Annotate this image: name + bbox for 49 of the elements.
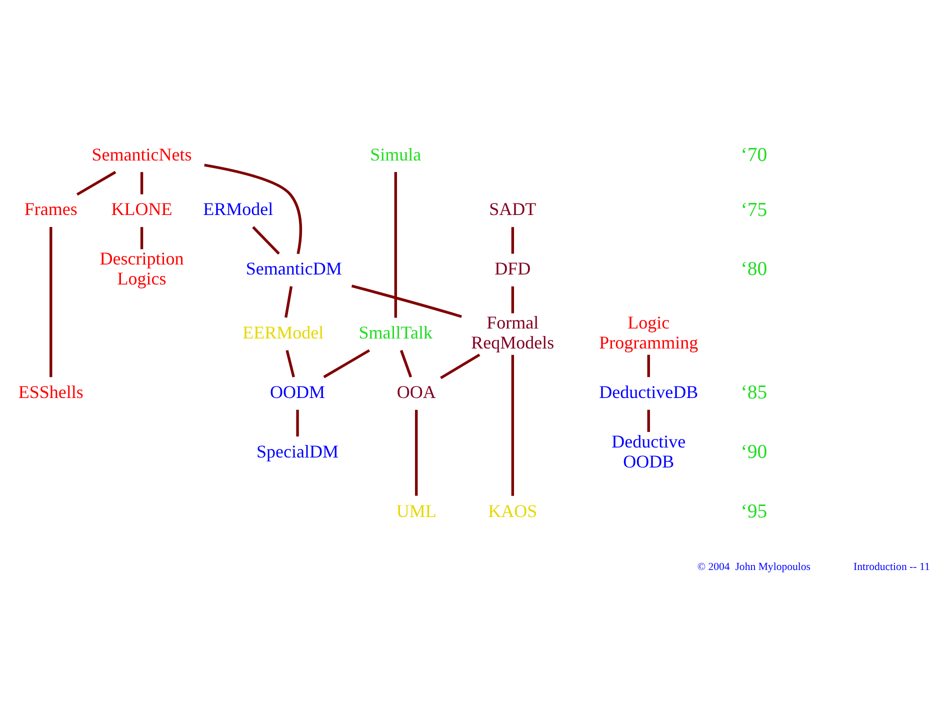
connector xyxy=(50,226,52,377)
label: ‘85 xyxy=(740,381,768,403)
node-text: KLONE xyxy=(111,198,172,219)
label: ‘75 xyxy=(740,198,768,220)
connector xyxy=(647,354,650,377)
connector xyxy=(415,409,418,496)
connector xyxy=(511,354,514,496)
label: ‘70 xyxy=(740,143,768,166)
node-text: KAOS xyxy=(488,500,538,520)
node-text: SemanticDM xyxy=(246,258,342,278)
node-text: DeductiveDB xyxy=(599,381,698,402)
node-text: ERModel xyxy=(203,198,274,219)
node-text: ESShells xyxy=(18,381,84,402)
connector xyxy=(140,226,144,249)
node-text: SADT xyxy=(489,198,536,219)
connector xyxy=(140,172,144,194)
label: ‘80 xyxy=(740,258,768,280)
connector xyxy=(252,226,280,254)
connector xyxy=(511,286,514,313)
node-text: DFD xyxy=(494,258,531,278)
node-text: SpecialDM xyxy=(256,440,339,461)
node-text: Logic Programming xyxy=(599,312,698,352)
connector xyxy=(511,226,514,254)
node-text: Simula xyxy=(370,144,422,164)
node-text: OOA xyxy=(396,381,436,402)
connector xyxy=(440,353,480,379)
node-text: SmallTalk xyxy=(358,322,433,342)
connector xyxy=(647,409,650,432)
connector xyxy=(394,172,397,318)
connector xyxy=(286,350,295,377)
node-text: Formal ReqModels xyxy=(471,312,554,352)
connector xyxy=(323,348,370,378)
node-text: UML xyxy=(396,500,436,520)
node-text: Frames xyxy=(24,198,78,219)
connector xyxy=(351,284,462,318)
connector xyxy=(76,170,116,196)
label: Introduction -- 11 xyxy=(853,560,930,572)
connector xyxy=(204,163,302,254)
node-text: Description Logics xyxy=(100,248,184,288)
node-text: OODM xyxy=(270,381,326,402)
label: ‘95 xyxy=(740,500,768,522)
node-text: EERModel xyxy=(242,322,324,342)
label: ‘90 xyxy=(740,440,768,462)
node-text: SemanticNets xyxy=(92,144,192,164)
connector xyxy=(284,286,293,318)
label: © 2004 John Mylopoulos xyxy=(697,560,811,572)
connector xyxy=(296,409,299,436)
connector xyxy=(400,349,412,378)
node-text: Deductive OODB xyxy=(612,430,686,471)
